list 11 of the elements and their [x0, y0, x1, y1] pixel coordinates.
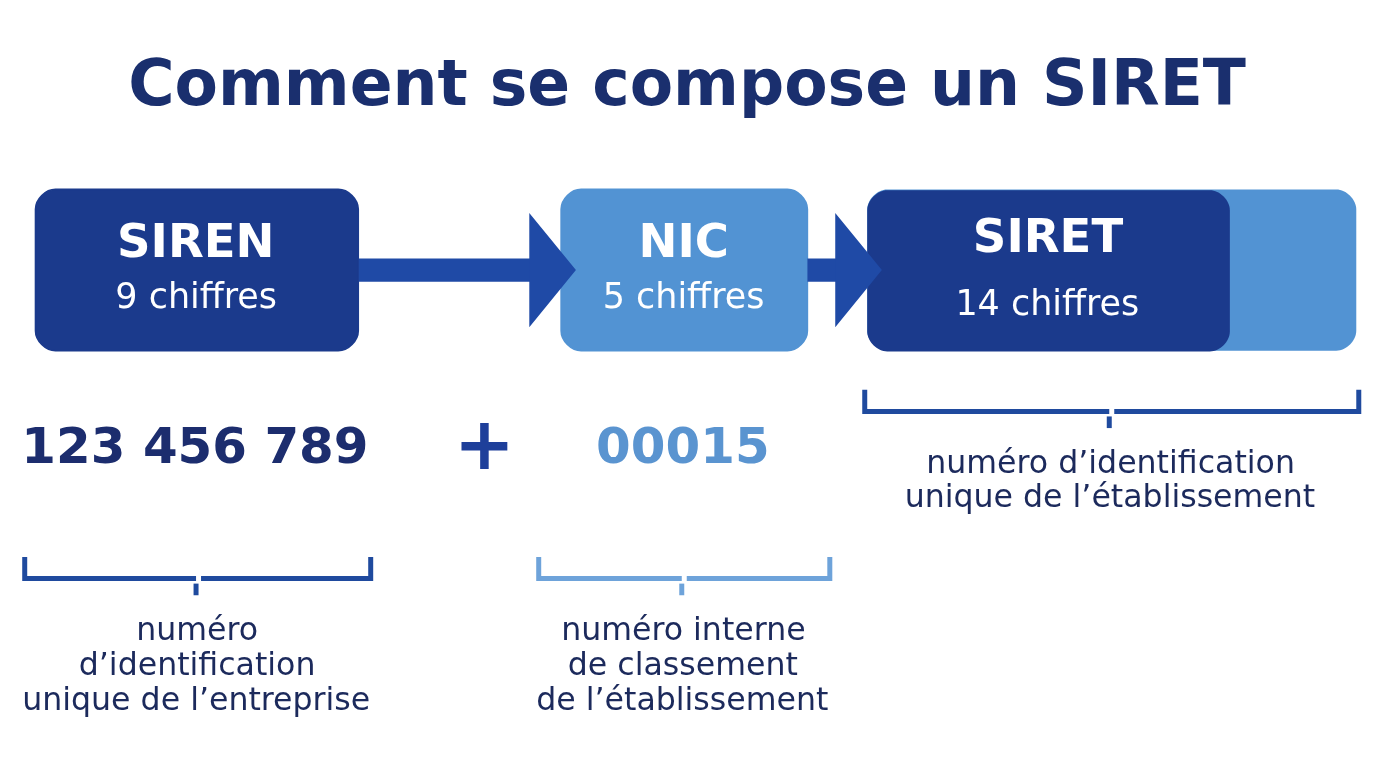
node-box: NIC 5 chiffres	[560, 188, 809, 352]
node-box: SIREN 9 chiffres	[34, 188, 360, 352]
node-label: 123 456 789	[21, 417, 369, 476]
label: +	[453, 401, 516, 487]
label: numéro d’identification unique de l’établissement	[904, 443, 1316, 515]
node-label: 00015	[596, 417, 770, 476]
arrow	[807, 212, 882, 328]
label: numéro d’identification unique de l’entreprise	[22, 610, 371, 717]
diagram-title: Comment se compose un SIRET	[128, 46, 1246, 121]
arrow	[358, 212, 576, 328]
label: numéro interne de classement de l’établissement	[536, 610, 829, 717]
